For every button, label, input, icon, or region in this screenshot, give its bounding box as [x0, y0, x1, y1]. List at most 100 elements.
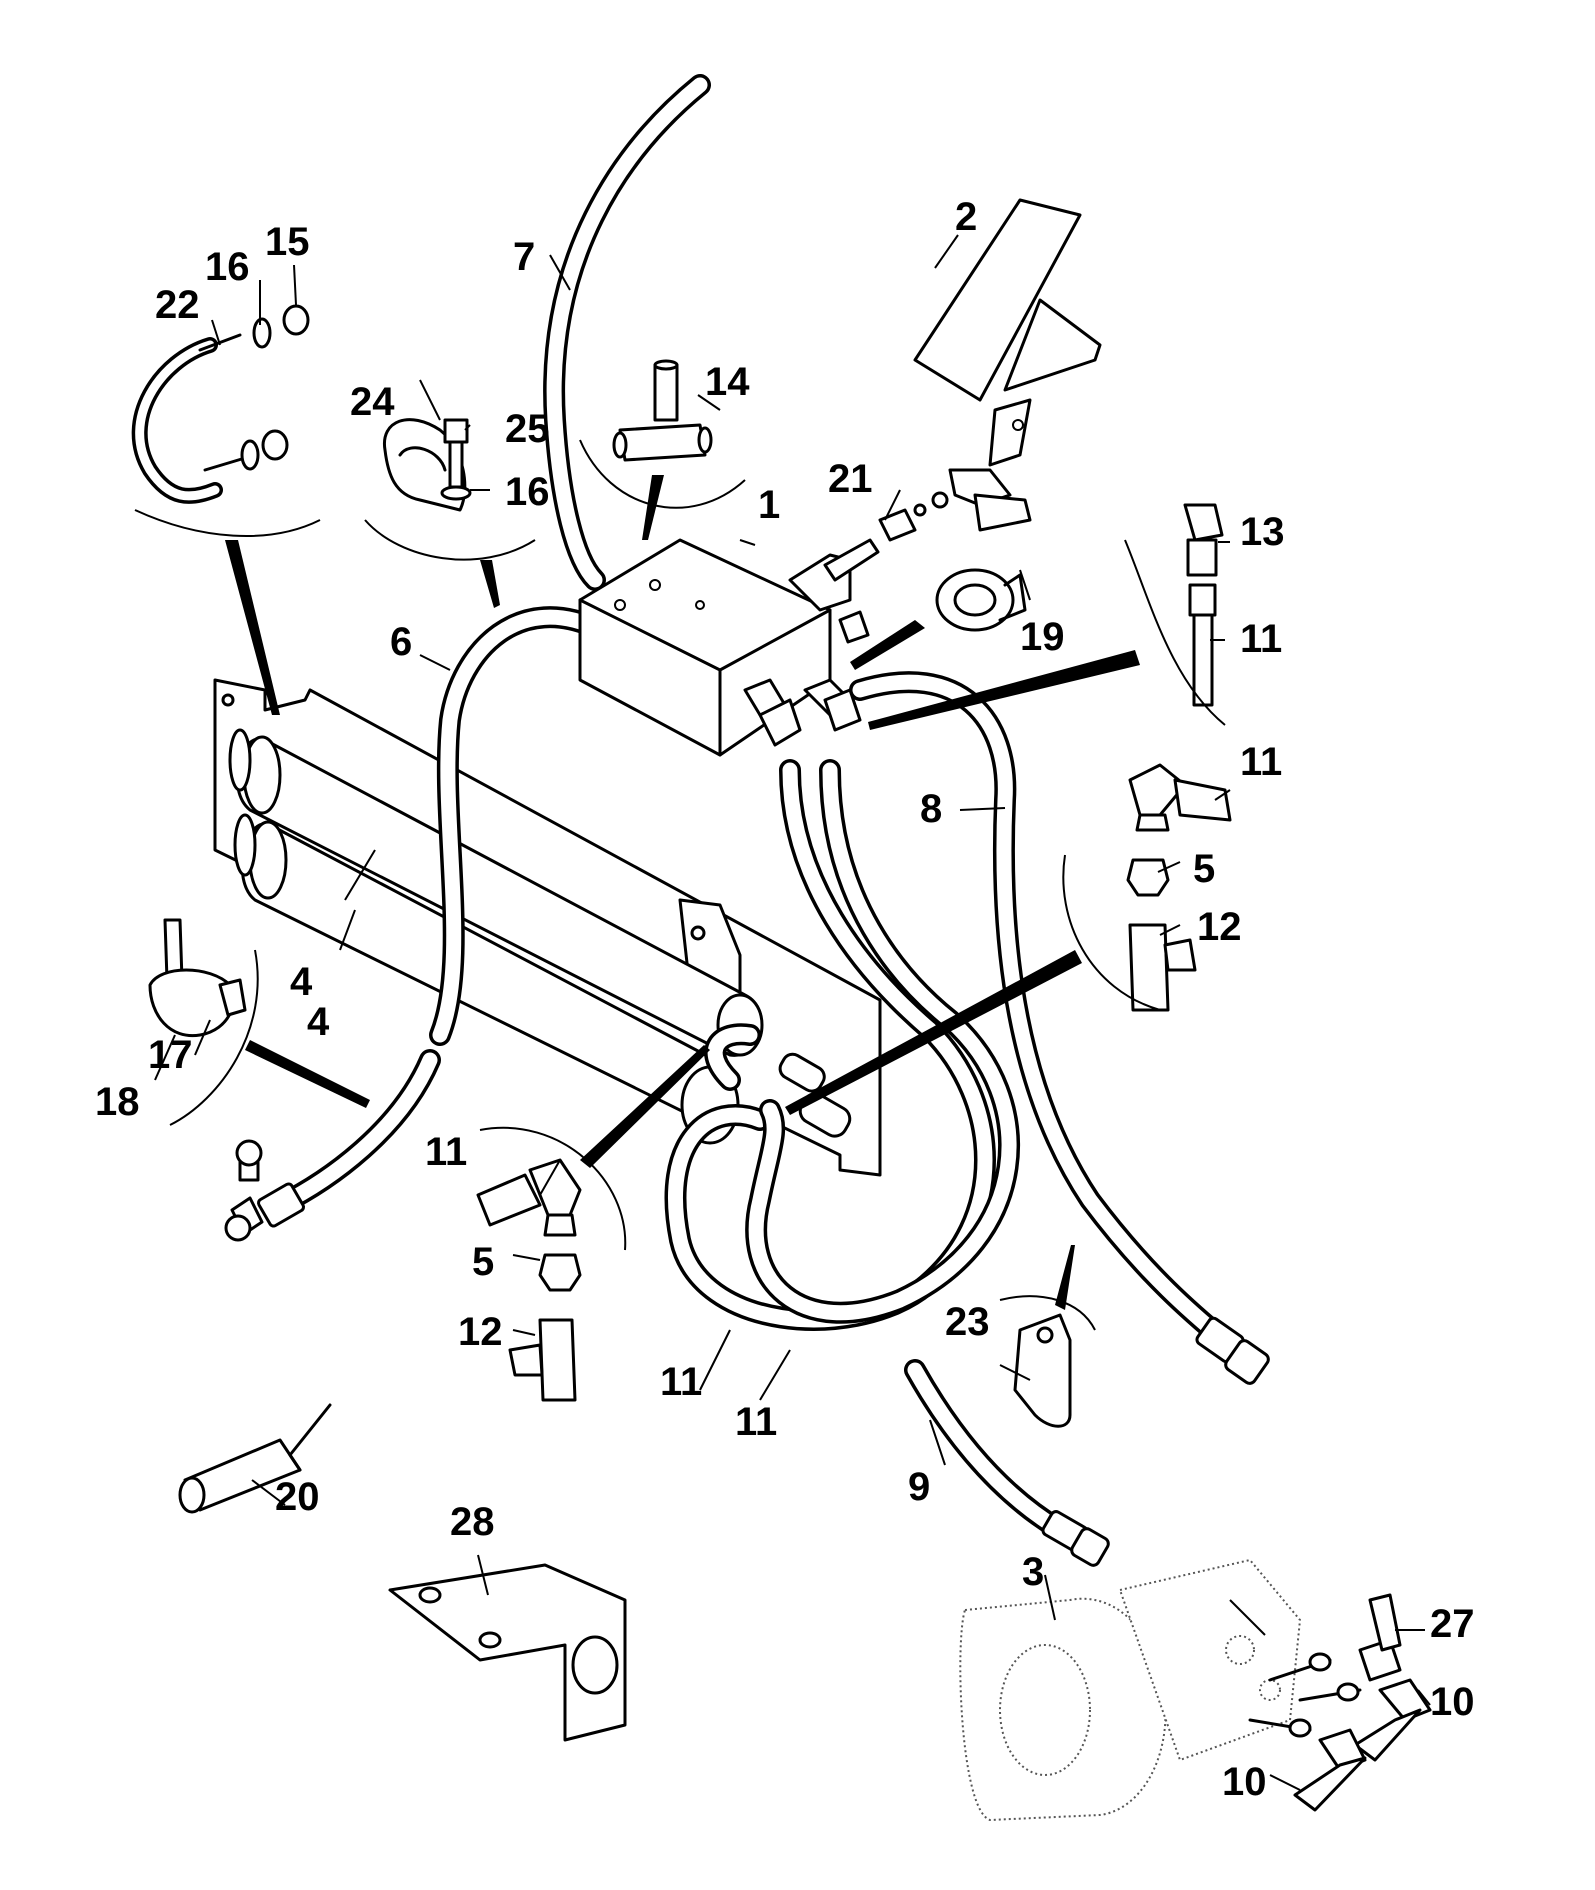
tee-fitting-detail: [612, 359, 713, 462]
label-18: 18: [95, 1080, 140, 1124]
pointer-wedge: [868, 650, 1140, 730]
clevis-fork: [973, 493, 1032, 532]
canister-end-ring: [228, 728, 252, 792]
jam-nut: [931, 491, 949, 509]
label-6: 6: [390, 620, 412, 664]
valve-elbow: [758, 698, 802, 747]
pump-fittings: [1288, 1593, 1432, 1812]
bolt-head: [443, 418, 469, 444]
label-23: 23: [945, 1300, 990, 1344]
label-10a: 10: [1430, 1680, 1475, 1724]
label-12b: 12: [458, 1310, 503, 1354]
bracket-hole: [418, 1586, 442, 1604]
oil-cooler-assembly: [213, 678, 882, 1177]
label-5b: 5: [472, 1240, 494, 1284]
pointer-wedge: [480, 560, 500, 608]
detail-arc-24: [364, 519, 536, 561]
plate-slot: [778, 1052, 826, 1093]
bolt-shank: [448, 440, 464, 489]
valve-elbow: [823, 688, 862, 732]
hose-11: [1192, 613, 1214, 707]
hose-11: [1173, 778, 1232, 822]
nut: [261, 429, 289, 461]
pointer-wedge: [245, 1040, 370, 1108]
tee-12-port: [508, 1343, 544, 1377]
label-13: 13: [1240, 510, 1285, 554]
bracket-hole: [478, 1631, 502, 1649]
elbow: [1128, 763, 1187, 817]
label-2: 2: [955, 195, 977, 239]
washer: [440, 485, 472, 501]
canister-end-ring: [233, 813, 257, 877]
fitting-13-body: [1186, 538, 1218, 577]
control-valve-block: [578, 538, 880, 757]
label-17: 17: [148, 1033, 193, 1077]
nut: [282, 304, 310, 336]
tube-20: [178, 1403, 332, 1514]
label-15: 15: [265, 220, 310, 264]
plate-hole: [690, 925, 706, 941]
tee-port: [697, 426, 713, 454]
plate-hole: [221, 693, 235, 707]
callout-labels: 1 2 3 4 4 5 5 6 7 8 9 10 10 11 11 11 11 …: [95, 195, 1475, 1804]
pointer-wedge: [1055, 1245, 1075, 1310]
pointer-wedges: [225, 475, 1140, 1310]
pedal-bracket: [1003, 298, 1102, 392]
nut-19-bore: [953, 583, 997, 617]
elbow: [528, 1158, 582, 1217]
pedal-assembly: [878, 198, 1102, 542]
label-14: 14: [705, 360, 750, 404]
nut-detail-19: [935, 568, 1027, 632]
label-11e: 11: [735, 1400, 777, 1444]
pedal-arm: [988, 398, 1032, 467]
valve-spool: [823, 538, 880, 582]
label-28: 28: [450, 1500, 495, 1544]
bracket-23-detail: [1013, 1313, 1072, 1428]
elbow-10: [1378, 1678, 1432, 1722]
hose-8: [849, 671, 1270, 1385]
label-11d: 11: [660, 1360, 702, 1404]
tee-stem-top: [653, 359, 679, 371]
hose-ferrule: [1188, 583, 1217, 617]
hose-27: [1368, 1593, 1402, 1652]
label-1: 1: [758, 483, 780, 527]
tee-body: [618, 423, 707, 462]
label-25: 25: [505, 407, 550, 451]
pointer-wedge: [785, 950, 1082, 1115]
clamp-17: [148, 968, 236, 1038]
hex: [1135, 813, 1170, 832]
u-bolt-detail: [131, 304, 310, 504]
label-16a: 16: [205, 245, 250, 289]
label-9: 9: [908, 1465, 930, 1509]
pointer-wedge: [225, 540, 280, 715]
label-16b: 16: [505, 470, 550, 514]
hose-6: [224, 606, 611, 1242]
label-8: 8: [920, 787, 942, 831]
washer: [913, 503, 927, 517]
fitting-detail-right: [1126, 763, 1232, 1012]
bracket-hole: [1036, 1326, 1054, 1344]
label-11c: 11: [425, 1130, 467, 1174]
leader-lines: [154, 234, 1431, 1791]
hose-9: [904, 1359, 1110, 1567]
label-21: 21: [828, 457, 873, 501]
detail-arc-13: [1124, 539, 1226, 726]
detail-arc-22: [134, 509, 321, 537]
label-4b: 4: [307, 1000, 330, 1044]
detail-arc-17: [169, 949, 259, 1126]
hose-end-fitting: [257, 1182, 305, 1228]
bracket-bore: [571, 1635, 619, 1695]
adapter-5: [538, 1253, 582, 1292]
hose-7: [543, 74, 711, 591]
label-24: 24: [350, 380, 395, 424]
fitting-detail-13: [1183, 503, 1224, 707]
label-7: 7: [513, 235, 535, 279]
pointer-wedge: [850, 620, 925, 670]
label-22: 22: [155, 283, 200, 327]
tee-port: [612, 431, 628, 459]
hose-10: [1353, 1708, 1422, 1762]
nipple: [1308, 1652, 1332, 1672]
fitting-13: [1183, 503, 1224, 542]
tee-12: [1128, 923, 1170, 1012]
